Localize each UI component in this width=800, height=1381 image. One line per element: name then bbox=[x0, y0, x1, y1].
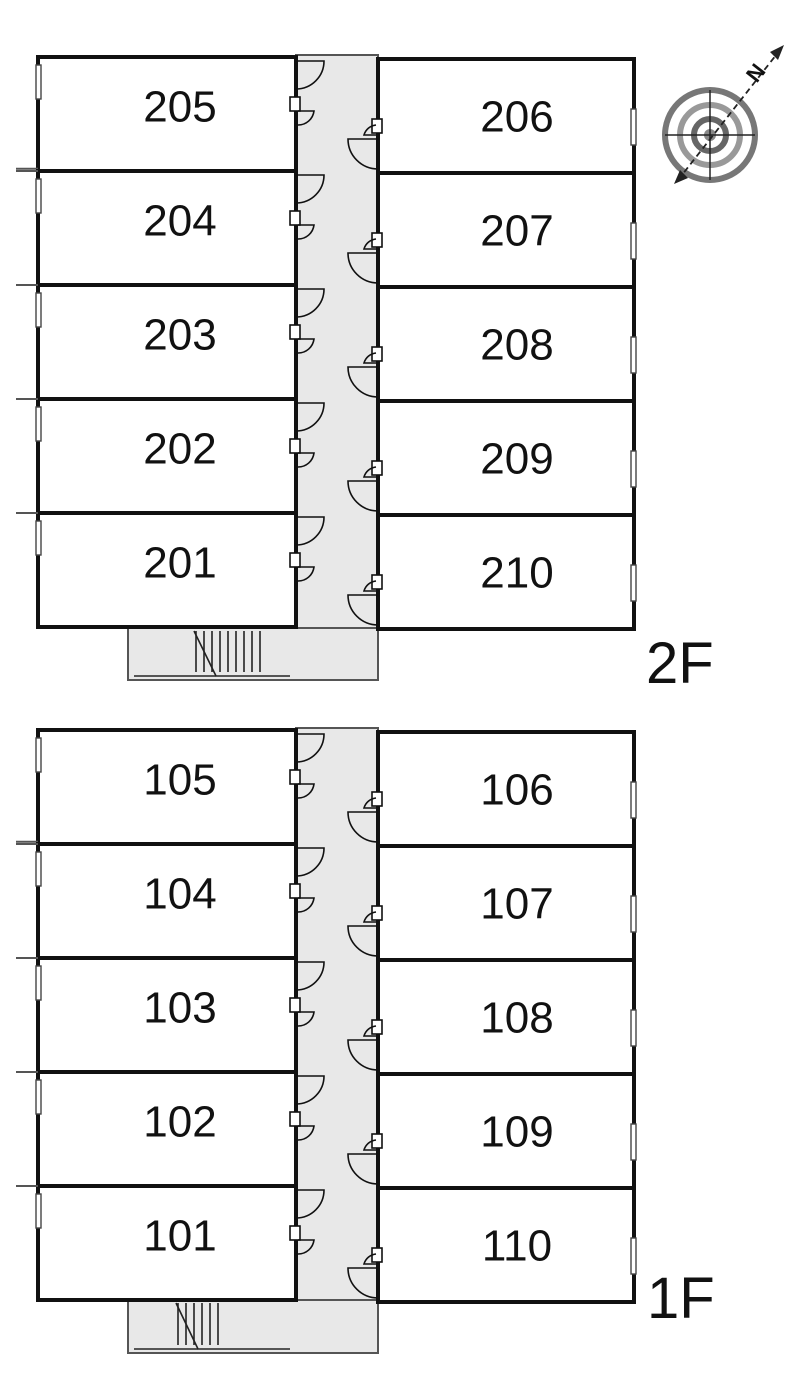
unit-104: 104 bbox=[16, 842, 325, 960]
unit-number-label: 103 bbox=[143, 984, 216, 1033]
unit-number-label: 101 bbox=[143, 1212, 216, 1261]
unit-number-label: 202 bbox=[143, 425, 216, 474]
unit-201: 201 bbox=[16, 511, 325, 629]
north-label: N bbox=[741, 59, 770, 87]
unit-202: 202 bbox=[16, 397, 325, 515]
unit-103: 103 bbox=[16, 956, 325, 1074]
unit-number-label: 210 bbox=[480, 549, 553, 598]
floor-label-2f: 2F bbox=[646, 631, 714, 696]
unit-106: 106 bbox=[347, 730, 637, 848]
unit-205: 205 bbox=[16, 55, 325, 173]
unit-107: 107 bbox=[347, 844, 637, 962]
corridor bbox=[295, 727, 379, 1301]
floor-2f-plan: 205 206 204 207 203 208 202 209 201 210 bbox=[16, 54, 637, 681]
unit-number-label: 108 bbox=[480, 994, 553, 1043]
unit-number-label: 102 bbox=[143, 1098, 216, 1147]
unit-number-label: 204 bbox=[143, 197, 216, 246]
unit-number-label: 209 bbox=[480, 435, 553, 484]
unit-number-label: 207 bbox=[480, 207, 553, 256]
unit-101: 101 bbox=[16, 1184, 325, 1302]
unit-105: 105 bbox=[16, 728, 325, 846]
unit-number-label: 109 bbox=[480, 1108, 553, 1157]
unit-number-label: 106 bbox=[480, 766, 553, 815]
stairwell bbox=[127, 1299, 379, 1354]
unit-208: 208 bbox=[347, 285, 637, 403]
unit-number-label: 206 bbox=[480, 93, 553, 142]
unit-number-label: 201 bbox=[143, 539, 216, 588]
unit-206: 206 bbox=[347, 57, 637, 175]
unit-110: 110 bbox=[347, 1186, 637, 1304]
unit-203: 203 bbox=[16, 283, 325, 401]
unit-number-label: 208 bbox=[480, 321, 553, 370]
floor-label-1f: 1F bbox=[647, 1266, 715, 1331]
floor-1f-plan: 105 106 104 107 103 108 102 109 101 110 bbox=[16, 727, 637, 1354]
unit-204: 204 bbox=[16, 169, 325, 287]
unit-109: 109 bbox=[347, 1072, 637, 1190]
unit-207: 207 bbox=[347, 171, 637, 289]
stairwell bbox=[127, 627, 379, 681]
compass-north-arrow-icon: N bbox=[662, 45, 784, 184]
unit-number-label: 110 bbox=[482, 1222, 552, 1271]
corridor bbox=[295, 54, 379, 631]
unit-number-label: 104 bbox=[143, 870, 216, 919]
unit-108: 108 bbox=[347, 958, 637, 1076]
unit-number-label: 205 bbox=[143, 83, 216, 132]
unit-210: 210 bbox=[347, 513, 637, 631]
unit-number-label: 107 bbox=[480, 880, 553, 929]
unit-102: 102 bbox=[16, 1070, 325, 1188]
unit-209: 209 bbox=[347, 399, 637, 517]
unit-number-label: 105 bbox=[143, 756, 216, 805]
unit-number-label: 203 bbox=[143, 311, 216, 360]
